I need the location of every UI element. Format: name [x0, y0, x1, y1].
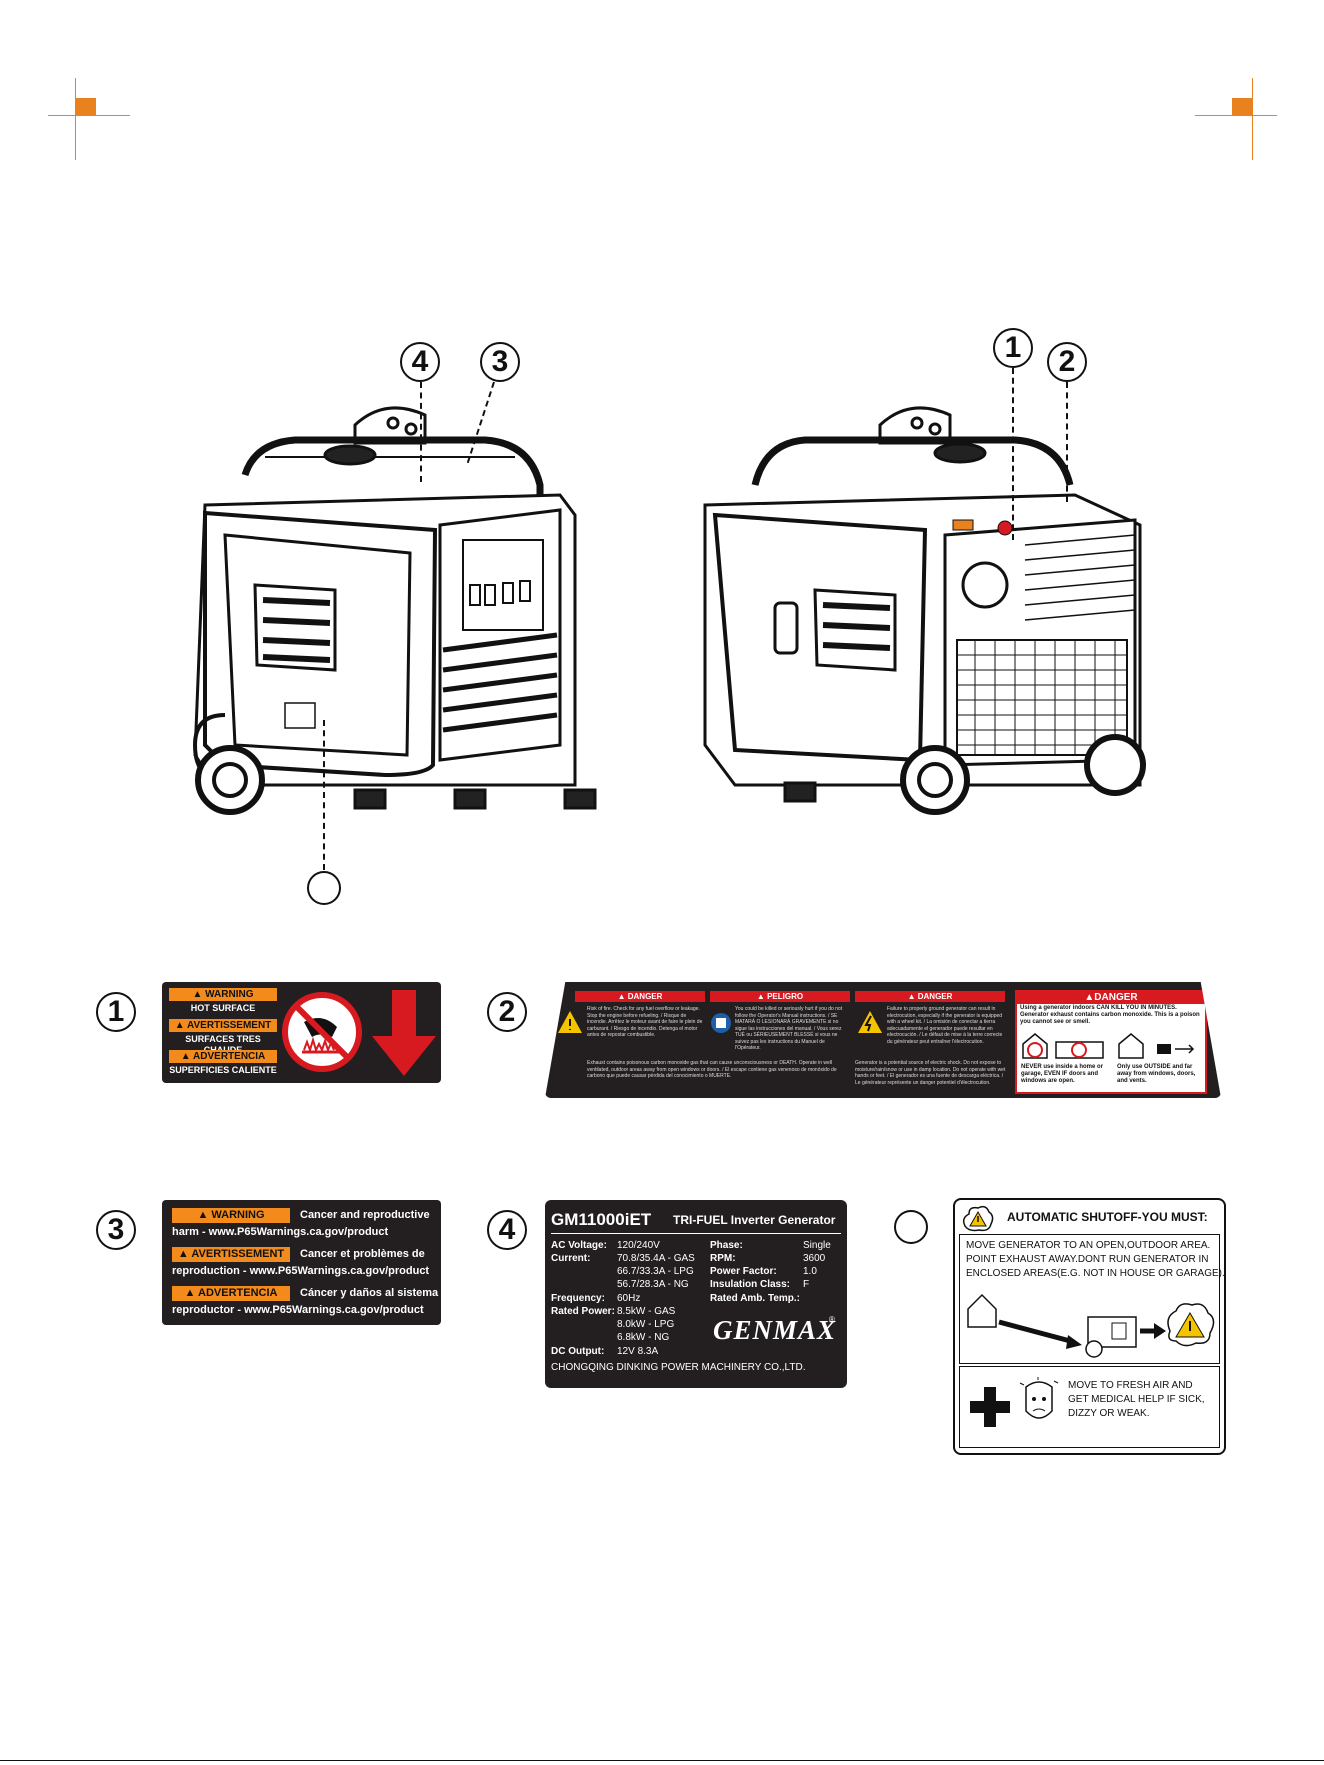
dizzy-face-icon — [1019, 1377, 1059, 1419]
label-3-advertencia-box: ▲ ADVERTENCIA — [172, 1286, 290, 1301]
label-4-insulation: F — [803, 1279, 810, 1290]
label-4-phase: Single — [803, 1240, 831, 1251]
label-4-frequency: 60Hz — [617, 1293, 641, 1304]
label-5-help2: GET MEDICAL HELP IF SICK, — [1068, 1394, 1205, 1405]
callout-line-1 — [1012, 368, 1014, 540]
label-3-advertencia-text2: reproductor - www.P65Warnings.ca.gov/pro… — [172, 1304, 424, 1316]
label-2-para-fire: Risk of fire. Check for any fuel overflo… — [587, 1006, 703, 1038]
label-4-divider — [551, 1233, 841, 1234]
label-3-avertissement-text2: reproduction - www.P65Warnings.ca.gov/pr… — [172, 1265, 430, 1277]
label-2-para-shock: Generator is a potential source of elect… — [855, 1060, 1006, 1086]
generator-front-illustration — [192, 406, 597, 815]
manual-icon — [711, 1013, 731, 1033]
label-2-co-danger-panel: ▲DANGER Using a generator indoors CAN KI… — [1015, 990, 1207, 1094]
callout-line-4 — [420, 382, 422, 482]
genmax-logo: GENMAX — [713, 1315, 837, 1345]
label-4-current-2: 66.7/33.3A - LPG — [617, 1266, 694, 1277]
label-5-instructions-box: MOVE GENERATOR TO AN OPEN,OUTDOOR AREA. … — [959, 1234, 1225, 1364]
label-4-rated-power-key: Rated Power: — [551, 1306, 615, 1317]
callout-5 — [307, 871, 341, 905]
label-2-header-peligro: ▲ PELIGRO — [710, 991, 850, 1002]
label-2-number: 2 — [487, 992, 527, 1032]
label-2-header-danger-2: ▲ DANGER — [855, 991, 1005, 1002]
label-5-line2: POINT EXHAUST AWAY.DONT RUN GENERATOR IN — [966, 1254, 1209, 1265]
label-2-co-caption1: NEVER use inside a home or garage, EVEN … — [1021, 1064, 1104, 1084]
callout-1: 1 — [993, 328, 1033, 368]
generator-rear-illustration — [703, 406, 1146, 815]
label-1-warning-box: ▲ WARNING — [169, 988, 277, 1001]
callout-3: 3 — [480, 342, 520, 382]
callout-line-5 — [323, 720, 325, 870]
label-2-para-manual: You could be killed or seriously hurt if… — [735, 1006, 843, 1051]
fire-warning-icon — [558, 1011, 582, 1033]
genmax-registered-mark: ® — [829, 1315, 835, 1324]
callout-4: 4 — [400, 342, 440, 382]
callout-2: 2 — [1047, 342, 1087, 382]
label-4-model: GM11000iET — [551, 1210, 652, 1229]
label-5-help3: DIZZY OR WEAK. — [1068, 1408, 1150, 1419]
label-1-warning-text: HOT SURFACE — [190, 1003, 256, 1013]
label-5-line1: MOVE GENERATOR TO AN OPEN,OUTDOOR AREA. — [966, 1240, 1211, 1251]
label-4-current-3: 56.7/28.3A - NG — [617, 1279, 689, 1290]
label-3-avertissement-box: ▲ AVERTISSEMENT — [172, 1247, 290, 1262]
label-4-rpm-key: RPM: — [710, 1253, 736, 1264]
label-1-advertencia-text: SUPERFICIES CALIENTE — [169, 1065, 277, 1075]
medical-cross-icon — [970, 1387, 1010, 1427]
label-4-ac-voltage: 120/240V — [617, 1240, 660, 1251]
label-4-amb-temp-key: Rated Amb. Temp.: — [710, 1293, 801, 1304]
outside-generator-icon — [1118, 1033, 1195, 1059]
label-2-co-header: ▲DANGER — [1017, 992, 1205, 1004]
label-2-para-exhaust: Exhaust contains poisonous carbon monoxi… — [587, 1060, 837, 1079]
label-2-co-line1: Using a generator indoors CAN KILL YOU I… — [1020, 1005, 1177, 1011]
label-3-avertissement-text: Cancer et problèmes de — [300, 1248, 425, 1260]
label-5-line3: ENCLOSED AREAS(E.G. NOT IN HOUSE OR GARA… — [966, 1268, 1225, 1279]
label-1-number: 1 — [96, 992, 136, 1032]
label-4-current-1: 70.8/35.4A - GAS — [617, 1253, 695, 1264]
label-5-number — [894, 1210, 928, 1244]
callout-line-2 — [1066, 382, 1068, 502]
label-4-dc-output-key: DC Output: — [551, 1346, 605, 1357]
label-4-insulation-key: Insulation Class: — [710, 1279, 791, 1290]
label-4-rating-plate: GM11000iET TRI-FUEL Inverter Generator A… — [545, 1200, 847, 1388]
label-3-warning-box: ▲ WARNING — [172, 1208, 290, 1223]
label-3-warning-text2: harm - www.P65Warnings.ca.gov/product — [172, 1226, 389, 1238]
label-5-medical-box: MOVE TO FRESH AIR AND GET MEDICAL HELP I… — [959, 1366, 1220, 1448]
label-2-danger-multi: ▲ DANGER ▲ PELIGRO ▲ DANGER Risk of fire… — [545, 982, 1221, 1098]
label-2-para-ground: Failure to properly ground generator can… — [887, 1006, 1003, 1045]
label-4-rated-power-3: 6.8kW - NG — [617, 1332, 670, 1343]
label-4-number: 4 — [487, 1210, 527, 1250]
no-touch-icon — [282, 992, 362, 1072]
bottom-rule — [0, 1760, 1324, 1761]
label-3-prop65: ▲ WARNING Cancer and reproductive harm -… — [162, 1200, 441, 1325]
house-no-generator-icon — [1022, 1033, 1104, 1059]
down-arrow-icon — [372, 990, 436, 1076]
label-3-advertencia-text: Cáncer y daños al sistema — [300, 1287, 439, 1299]
label-4-frequency-key: Frequency: — [551, 1293, 605, 1304]
label-1-advertencia-box: ▲ ADVERTENCIA — [169, 1050, 277, 1063]
label-2-co-caption2: Only use OUTSIDE and far away from windo… — [1117, 1064, 1196, 1084]
label-5-help1: MOVE TO FRESH AIR AND — [1068, 1380, 1193, 1391]
label-3-warning-text: Cancer and reproductive — [300, 1209, 430, 1221]
electric-warning-icon — [858, 1011, 882, 1033]
label-1-avertissement-box: ▲ AVERTISSEMENT — [169, 1019, 277, 1032]
label-4-pf-key: Power Factor: — [710, 1266, 777, 1277]
label-4-rpm: 3600 — [803, 1253, 826, 1264]
label-4-ac-voltage-key: AC Voltage: — [551, 1240, 607, 1251]
label-3-number: 3 — [96, 1210, 136, 1250]
label-2-header-danger: ▲ DANGER — [575, 991, 705, 1002]
label-4-rated-power-1: 8.5kW - GAS — [617, 1306, 676, 1317]
move-generator-outdoor-icon — [967, 1293, 1215, 1358]
label-4-dc-output: 12V 8.3A — [617, 1346, 659, 1357]
label-1-hot-surface: ▲ WARNING HOT SURFACE ▲ AVERTISSEMENT SU… — [162, 982, 441, 1083]
label-4-manufacturer: CHONGQING DINKING POWER MACHINERY CO.,LT… — [551, 1362, 806, 1373]
label-5-auto-shutoff: AUTOMATIC SHUTOFF-YOU MUST: MOVE GENERAT… — [953, 1198, 1226, 1455]
label-4-rated-power-2: 8.0kW - LPG — [617, 1319, 675, 1330]
warning-cloud-icon — [962, 1205, 994, 1232]
label-4-pf: 1.0 — [803, 1266, 817, 1277]
label-5-title: AUTOMATIC SHUTOFF-YOU MUST: — [1007, 1210, 1208, 1224]
label-4-product: TRI-FUEL Inverter Generator — [673, 1213, 836, 1227]
label-4-phase-key: Phase: — [710, 1240, 743, 1251]
label-4-current-key: Current: — [551, 1253, 591, 1264]
label-2-co-line2: Generator exhaust contains carbon monoxi… — [1020, 1012, 1200, 1025]
